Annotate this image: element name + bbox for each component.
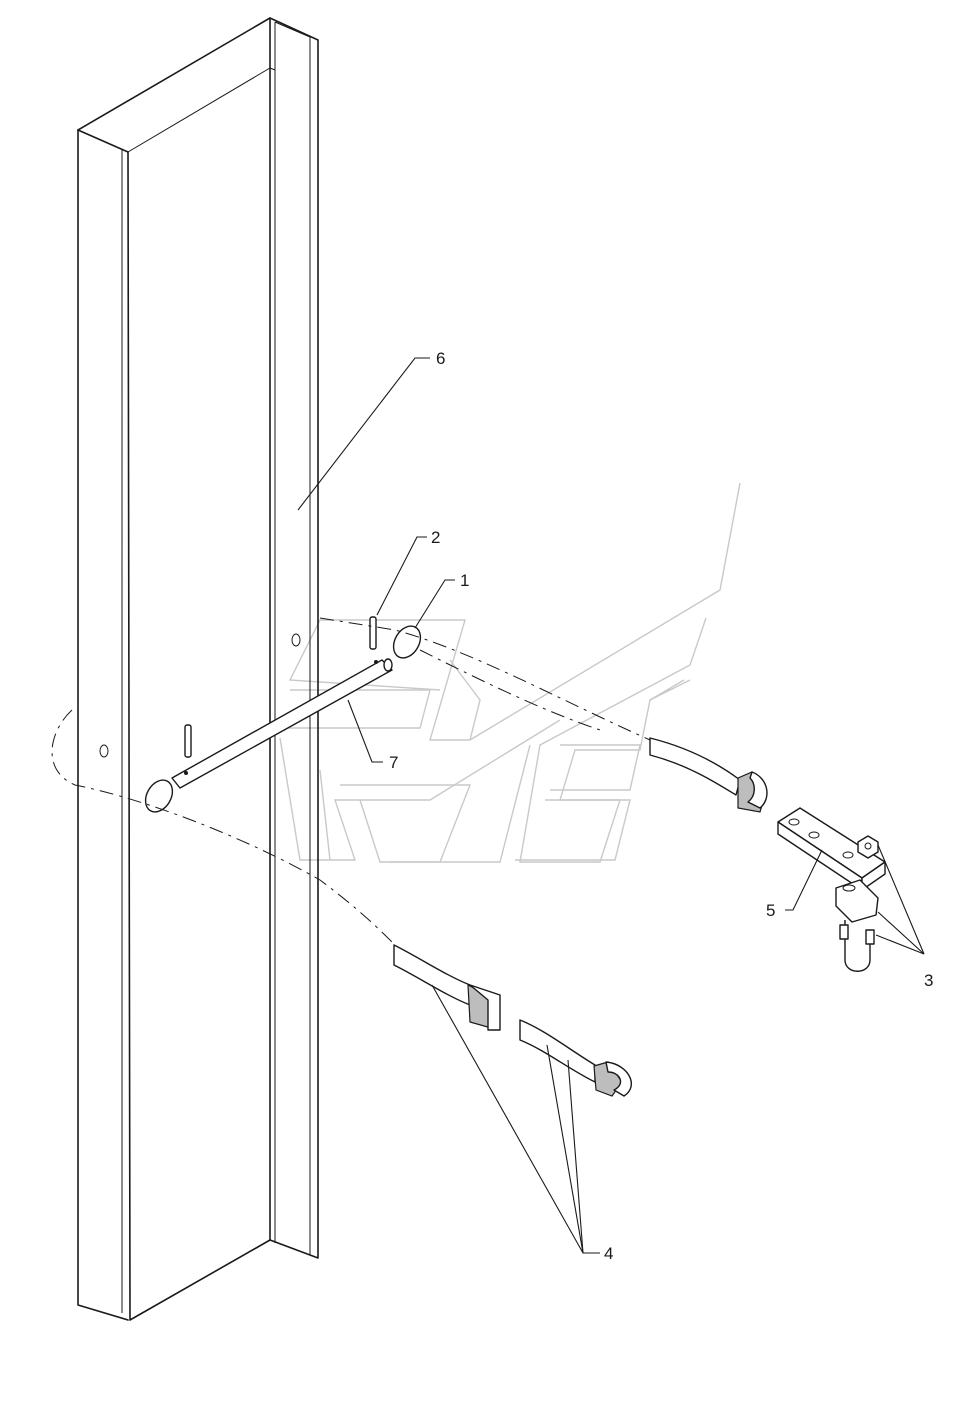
callout-3: 3: [924, 971, 933, 990]
strap-lower-left: [393, 944, 501, 1031]
rod: [171, 658, 393, 789]
strap-lower-right: [519, 1019, 633, 1097]
callout-5: 5: [766, 901, 775, 920]
watermark-logo: [279, 482, 741, 863]
callouts: 6 2 1 7 5 3 4: [389, 349, 933, 1263]
callout-7: 7: [389, 753, 398, 772]
callout-6: 6: [436, 349, 445, 368]
strap-upper: [649, 737, 768, 813]
leader-lines: [297, 357, 925, 1254]
channel-post: [77, 17, 319, 1321]
callout-1: 1: [460, 571, 469, 590]
roll-pins: [184, 616, 377, 758]
callout-2: 2: [431, 528, 440, 547]
assembly-lines: [51, 617, 651, 946]
callout-4: 4: [604, 1244, 613, 1263]
plate-bracket: [777, 807, 886, 972]
